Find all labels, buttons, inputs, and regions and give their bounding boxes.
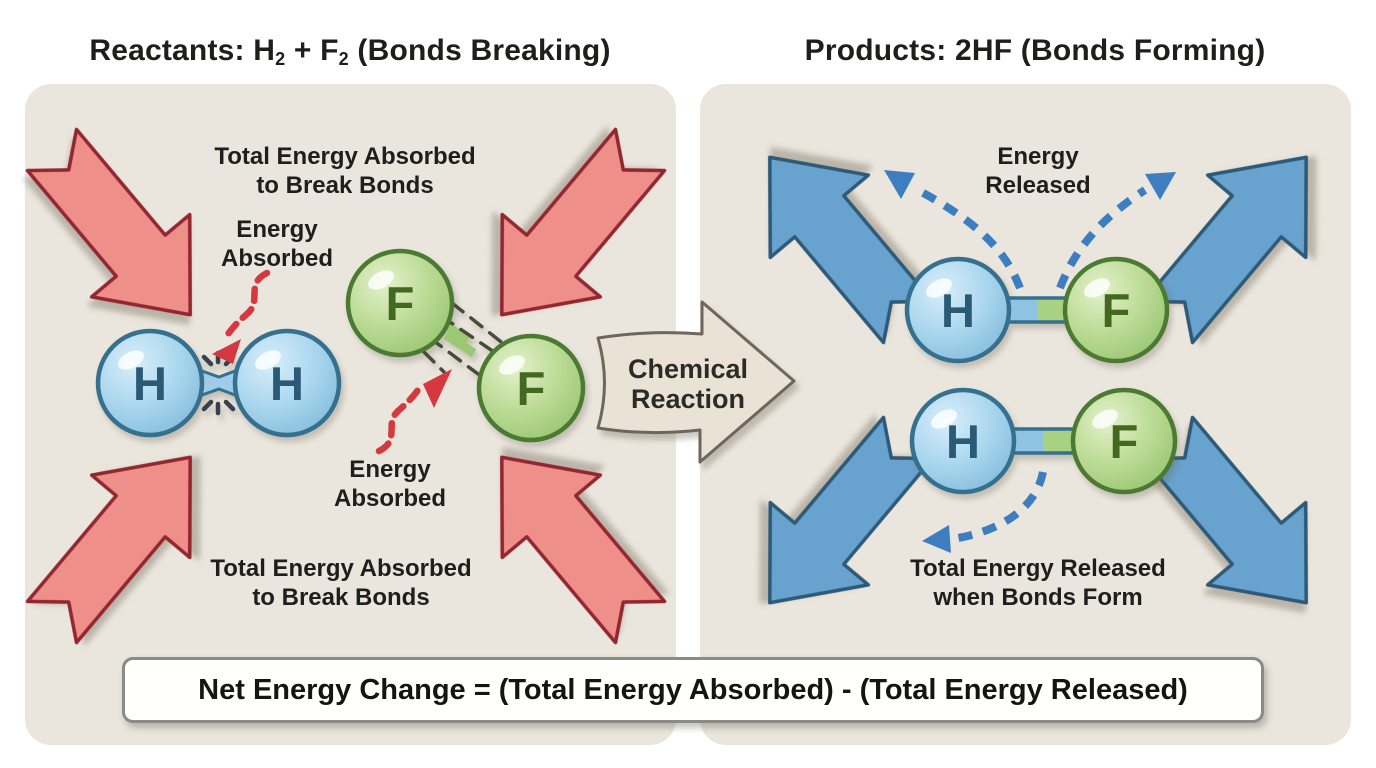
energy-released-dashed-arrow-left-icon <box>884 170 1024 290</box>
total-energy-absorbed-top-label: Total Energy Absorbed to Break Bonds <box>214 143 476 199</box>
energy-in-arrow-bottom-right-icon <box>451 414 691 665</box>
reactants-title-sub1: 2 <box>275 49 286 70</box>
energy-released-dashed-arrow-right-icon <box>1056 172 1176 290</box>
reactants-title-sub2: 2 <box>338 49 349 70</box>
products-title: Products: 2HF (Bonds Forming) <box>804 34 1266 67</box>
reactants-title-post: (Bonds Breaking) <box>348 34 611 67</box>
reactants-title-pre: Reactants: H <box>89 34 276 67</box>
chemical-reaction-arrow-icon <box>596 300 796 464</box>
energy-absorbed-squiggle-bottom-icon <box>375 369 452 455</box>
energy-absorbed-squiggle-top-icon <box>212 269 271 364</box>
hf2-f-label: F <box>1110 415 1139 468</box>
energy-released-dashed-arrow-bottom-icon <box>922 471 1047 553</box>
f-atom-upper-label: F <box>386 277 415 330</box>
total-energy-absorbed-bottom-label: Total Energy Absorbed to Break Bonds <box>210 555 472 611</box>
energy-in-arrow-top-left-icon <box>1 107 241 358</box>
h-f-bond-right-half <box>1037 298 1067 322</box>
hf1-f-label: F <box>1102 284 1131 337</box>
hf-molecule-top: H F <box>904 256 1170 364</box>
hf2-h-label: H <box>946 415 980 468</box>
hf-molecule-bottom: H F <box>909 387 1178 495</box>
hf1-h-label: H <box>941 284 975 337</box>
energy-in-arrow-top-right-icon <box>451 107 691 358</box>
energy-absorbed-bottom-label: Energy Absorbed <box>333 456 447 512</box>
energy-in-arrow-bottom-left-icon <box>1 414 241 665</box>
reactants-title-mid: + F <box>285 34 339 67</box>
energy-released-label: Energy Released <box>985 143 1091 199</box>
f-f-bond-stub-2 <box>443 331 477 357</box>
f-f-bond-crack-marks <box>422 301 507 376</box>
f2-molecule: F F <box>345 248 586 443</box>
h-f-bond-right-half <box>1043 429 1074 453</box>
total-energy-released-label: Total Energy Released when Bonds Form <box>910 555 1166 611</box>
net-energy-equation-box: Net Energy Change = (Total Energy Absorb… <box>122 657 1264 723</box>
f-atom-lower-label: F <box>517 362 546 415</box>
chemical-reaction-label: Chemical Reaction <box>627 354 749 414</box>
h-atom-left-label: H <box>133 357 167 410</box>
h2-molecule: H H <box>95 328 342 438</box>
net-energy-equation: Net Energy Change = (Total Energy Absorb… <box>198 673 1188 706</box>
h-h-breaking-bond <box>200 368 237 398</box>
h-f-bond-left-half <box>1012 429 1043 453</box>
reactants-title: Reactants: H2 + F2 (Bonds Breaking) <box>89 34 610 70</box>
energy-absorbed-top-label: Energy Absorbed <box>220 216 334 272</box>
h-atom-right-label: H <box>270 357 304 410</box>
h-f-bond-left-half <box>1007 298 1037 322</box>
